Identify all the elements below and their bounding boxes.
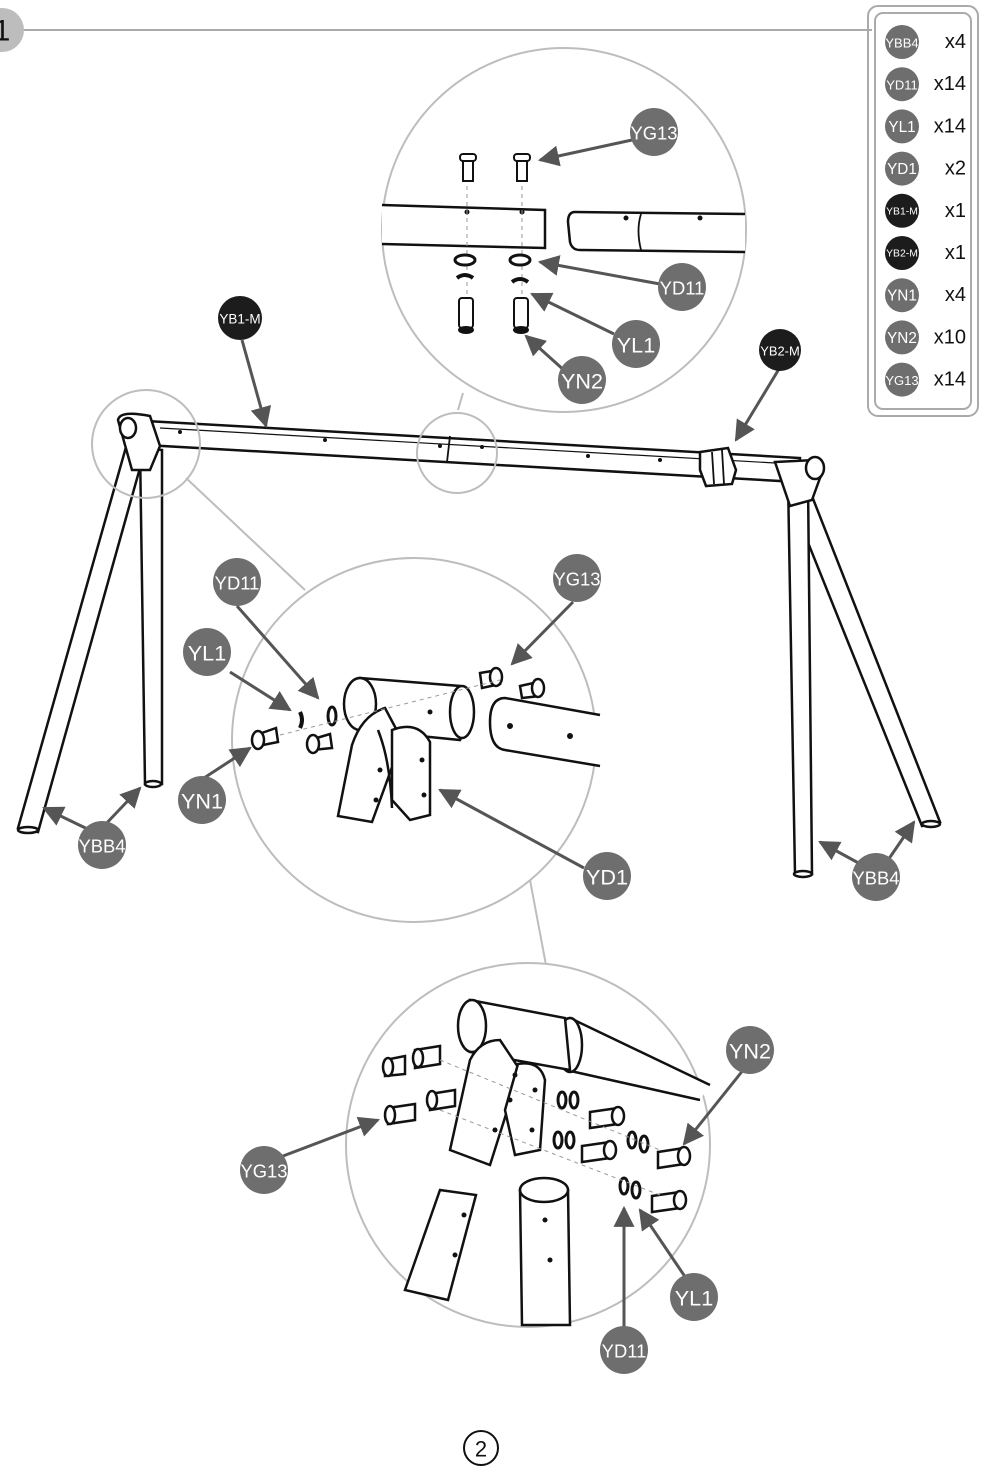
callout-arrows (42, 138, 916, 1340)
svg-text:YL1: YL1 (888, 119, 915, 136)
svg-text:YN2: YN2 (887, 330, 917, 347)
svg-text:YD11: YD11 (660, 278, 705, 299)
svg-text:YL1: YL1 (617, 333, 655, 358)
svg-text:YG13: YG13 (553, 569, 600, 590)
legend-qty-yb2-m: x1 (945, 242, 966, 264)
callout-mid-yd1: YD1 (583, 852, 631, 900)
svg-text:YG13: YG13 (885, 373, 918, 388)
callout-top-yl1: YL1 (612, 320, 660, 368)
svg-text:YD11: YD11 (215, 573, 260, 594)
legend-badge-ybb4: YBB4 (885, 25, 919, 59)
callout-leg-left-ybb4: YBB4 (78, 821, 126, 869)
svg-text:YBB4: YBB4 (852, 868, 899, 889)
legend-qty-yd11: x14 (934, 73, 966, 95)
svg-text:YN2: YN2 (729, 1039, 771, 1064)
detail-corner-left (231, 557, 601, 966)
step-number: 1 (0, 15, 10, 48)
page-number: 2 (475, 1437, 487, 1462)
svg-text:YG13: YG13 (630, 123, 677, 144)
top-bolt-icon (459, 153, 531, 182)
legend-badge-yd11: YD11 (885, 67, 919, 102)
legend-qty-yg13: x14 (934, 369, 966, 391)
legend-badge-yn2: YN2 (885, 320, 919, 355)
svg-text:YD11: YD11 (602, 1341, 647, 1362)
callout-mid-yg13: YG13 (553, 554, 601, 602)
legend-badge-yn1: YN1 (885, 278, 919, 313)
legend-badge-yb2-m: YB2-M (885, 236, 919, 270)
svg-text:YL1: YL1 (675, 1286, 713, 1311)
callout-bot-yg13: YG13 (240, 1146, 288, 1194)
legend-qty-yb1-m: x1 (945, 200, 966, 222)
legend-badge-yb1-m: YB1-M (885, 193, 919, 228)
svg-text:YB2-M: YB2-M (760, 344, 799, 359)
callout-leg-right-ybb4: YBB4 (852, 853, 900, 901)
svg-text:YN2: YN2 (561, 369, 603, 394)
svg-text:YL1: YL1 (188, 641, 226, 666)
beam-holes (178, 430, 662, 462)
svg-text:YB1-M: YB1-M (886, 206, 918, 217)
callout-beam-yb1m: YB1-M (218, 296, 262, 340)
legend-qty-yn2: x10 (934, 326, 966, 348)
callout-top-yn2: YN2 (558, 356, 606, 404)
legend-badge-yg13: YG13 (885, 362, 919, 397)
page-number-marker: 2 (463, 1430, 499, 1466)
svg-text:YG13: YG13 (240, 1161, 287, 1182)
legend-qty-ybb4: x4 (945, 31, 966, 53)
callout-mid-yn1: YN1 (178, 776, 226, 824)
callout-bot-yd11: YD11 (600, 1326, 648, 1374)
svg-text:YN1: YN1 (181, 789, 223, 814)
svg-text:YB2-M: YB2-M (886, 249, 918, 260)
svg-text:YB1-M: YB1-M (219, 312, 260, 327)
callout-bot-yl1: YL1 (670, 1273, 718, 1321)
svg-text:YBB4: YBB4 (885, 36, 918, 51)
callout-beam-yb2m: YB2-M (759, 329, 801, 371)
step-header: 1 (0, 8, 872, 52)
callout-bot-yn2: YN2 (726, 1026, 774, 1074)
svg-text:YD11: YD11 (886, 78, 918, 93)
legend-qty-yl1: x14 (934, 115, 966, 137)
detail-beam-joint (381, 47, 747, 413)
svg-text:YBB4: YBB4 (78, 836, 125, 857)
svg-text:YN1: YN1 (887, 288, 917, 305)
svg-text:YD1: YD1 (887, 161, 917, 178)
callout-top-yg13: YG13 (630, 108, 678, 156)
legend-badge-yd1: YD1 (885, 151, 919, 186)
callout-mid-yl1: YL1 (183, 628, 231, 676)
legend-qty-yn1: x4 (945, 284, 966, 306)
svg-text:YD1: YD1 (586, 865, 628, 890)
legend-badge-yl1: YL1 (885, 109, 919, 144)
callout-mid-yd11: YD11 (213, 558, 261, 606)
detail-corner-right (345, 962, 711, 1328)
swing-frame (16, 412, 942, 879)
legend-qty-yd1: x2 (945, 158, 966, 180)
callout-top-yd11: YD11 (658, 263, 706, 311)
